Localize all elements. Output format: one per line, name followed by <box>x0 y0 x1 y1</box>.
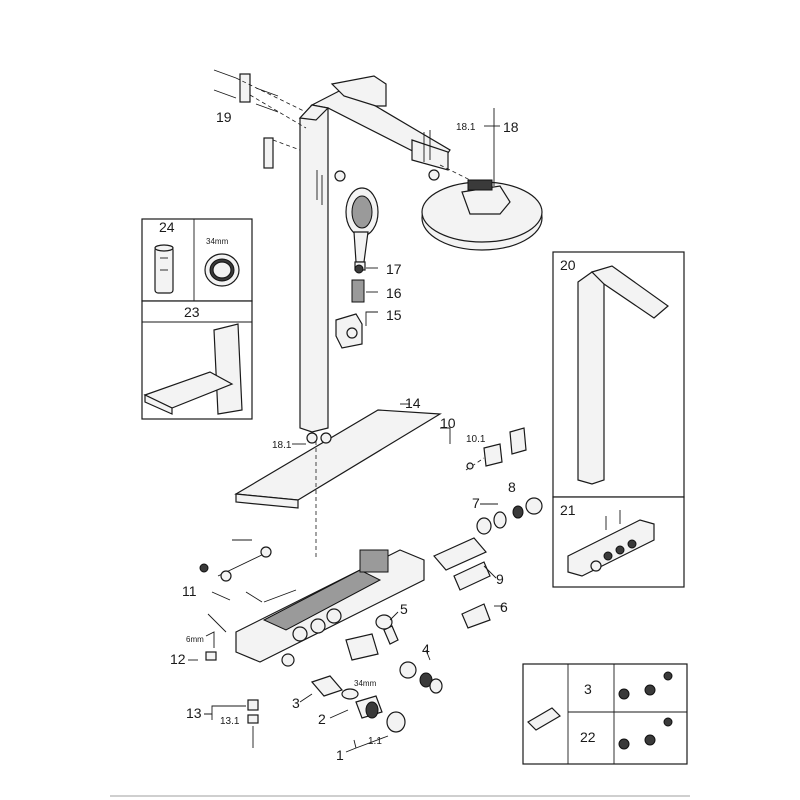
label-21: 21 <box>560 502 576 518</box>
part-13-fittings <box>247 699 259 748</box>
inset-box-24 <box>141 218 253 302</box>
hand-shower-set <box>334 170 379 349</box>
label-2-dim: 34mm <box>354 679 377 688</box>
legend-label-22: 22 <box>580 729 596 745</box>
label-13: 13 <box>186 705 202 721</box>
label-4: 4 <box>422 641 430 657</box>
label-18-1-low: 18.1 <box>272 440 292 451</box>
label-23: 23 <box>184 304 200 320</box>
label-5: 5 <box>400 601 408 617</box>
cartridge-parts <box>310 614 443 733</box>
label-19: 19 <box>216 109 232 125</box>
label-17: 17 <box>386 261 402 277</box>
label-2: 2 <box>318 711 326 727</box>
label-6: 6 <box>500 599 508 615</box>
label-16: 16 <box>386 285 402 301</box>
legend-box <box>522 663 688 765</box>
label-13-1: 13.1 <box>220 716 240 727</box>
label-10: 10 <box>440 415 456 431</box>
label-3: 3 <box>292 695 300 711</box>
label-9: 9 <box>496 571 504 587</box>
label-15: 15 <box>386 307 402 323</box>
label-20: 20 <box>560 257 576 273</box>
label-18: 18 <box>503 119 519 135</box>
part-11-connectors <box>199 539 272 603</box>
part-labels: 19 18 18.1 17 16 15 24 34mm 23 20 21 14 … <box>159 109 596 763</box>
label-14: 14 <box>405 395 421 411</box>
label-12-dim: 6mm <box>186 635 204 644</box>
part-10-cap <box>465 427 527 471</box>
part-18-head-shower <box>421 130 543 251</box>
label-10-1: 10.1 <box>466 434 486 445</box>
label-11: 11 <box>182 583 197 599</box>
part-12-screw <box>205 613 227 661</box>
thermostat-body <box>235 549 425 667</box>
label-12: 12 <box>170 651 186 667</box>
part-14-shelf <box>234 409 442 560</box>
valve-parts <box>433 497 543 629</box>
riser-column <box>298 75 451 433</box>
label-1-1: 1.1 <box>368 736 382 747</box>
label-1: 1 <box>336 747 344 763</box>
inset-box-20 <box>552 251 685 498</box>
label-24-dim: 34mm <box>206 237 229 246</box>
part-19-wall-brackets <box>213 69 307 169</box>
label-7: 7 <box>472 495 480 511</box>
legend-label-3: 3 <box>584 681 592 697</box>
label-8: 8 <box>508 479 516 495</box>
leader-lines <box>188 108 504 753</box>
label-24: 24 <box>159 219 175 235</box>
label-18-1-top: 18.1 <box>456 122 476 133</box>
inset-box-21 <box>552 496 685 588</box>
inset-box-23 <box>141 300 253 420</box>
